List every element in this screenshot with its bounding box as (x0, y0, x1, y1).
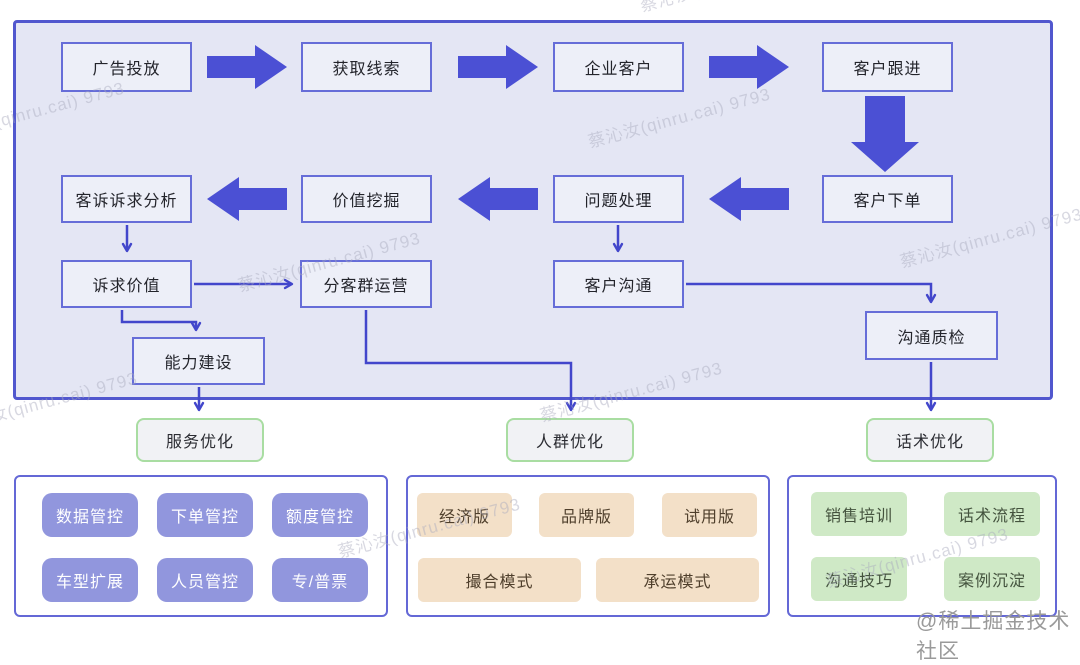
arrow-value-to-complaint (207, 177, 287, 221)
arrow-enterprise-to-follow (709, 45, 789, 89)
chip-data-control: 数据管控 (42, 493, 138, 537)
node-enterprise-customer: 企业客户 (553, 42, 684, 92)
node-customer-follow-up: 客户跟进 (822, 42, 953, 92)
connector-layer (120, 45, 937, 412)
node-customer-order: 客户下单 (822, 175, 953, 223)
line-communication-to-quality (686, 282, 937, 304)
chip-economy-edition: 经济版 (417, 493, 512, 537)
chip-brand-edition: 品牌版 (539, 493, 634, 537)
thin-connectors (120, 225, 937, 412)
chip-staff-control: 人员管控 (157, 558, 253, 602)
big-arrows (207, 45, 919, 221)
outcome-service-optimization: 服务优化 (136, 418, 264, 462)
chip-quota-control: 额度管控 (272, 493, 368, 537)
arrow-order-to-issue (709, 177, 789, 221)
arrow-issue-to-value (458, 177, 538, 221)
arrow-leads-to-enterprise (458, 45, 538, 89)
node-capability-building: 能力建设 (132, 337, 265, 385)
arrow-follow-to-order (851, 96, 919, 172)
node-appeal-value: 诉求价值 (61, 260, 192, 308)
node-customer-communication: 客户沟通 (553, 260, 684, 308)
chip-script-process: 话术流程 (944, 492, 1040, 536)
node-value-mining: 价值挖掘 (301, 175, 432, 223)
chip-communication-skills: 沟通技巧 (811, 557, 907, 601)
line-segment-to-crowd-opt (364, 310, 577, 412)
node-get-leads: 获取线索 (301, 42, 432, 92)
node-ad-placement: 广告投放 (61, 42, 192, 92)
chip-carrier-mode: 承运模式 (596, 558, 759, 602)
chip-vehicle-expansion: 车型扩展 (42, 558, 138, 602)
chip-order-control: 下单管控 (157, 493, 253, 537)
node-complaint-analysis: 客诉诉求分析 (61, 175, 192, 223)
node-issue-handling: 问题处理 (553, 175, 684, 223)
chip-invoice-type: 专/普票 (272, 558, 368, 602)
arrow-ads-to-leads (207, 45, 287, 89)
node-communication-quality-check: 沟通质检 (865, 311, 998, 360)
credit-text: @稀土掘金技术社区 (916, 610, 1071, 663)
line-appeal-to-capability (120, 310, 202, 332)
chip-matching-mode: 撮合模式 (418, 558, 581, 602)
chip-trial-edition: 试用版 (662, 493, 757, 537)
outcome-crowd-optimization: 人群优化 (506, 418, 634, 462)
chip-sales-training: 销售培训 (811, 492, 907, 536)
node-segment-operation: 分客群运营 (300, 260, 432, 308)
chip-case-accumulation: 案例沉淀 (944, 557, 1040, 601)
outcome-script-optimization: 话术优化 (866, 418, 994, 462)
